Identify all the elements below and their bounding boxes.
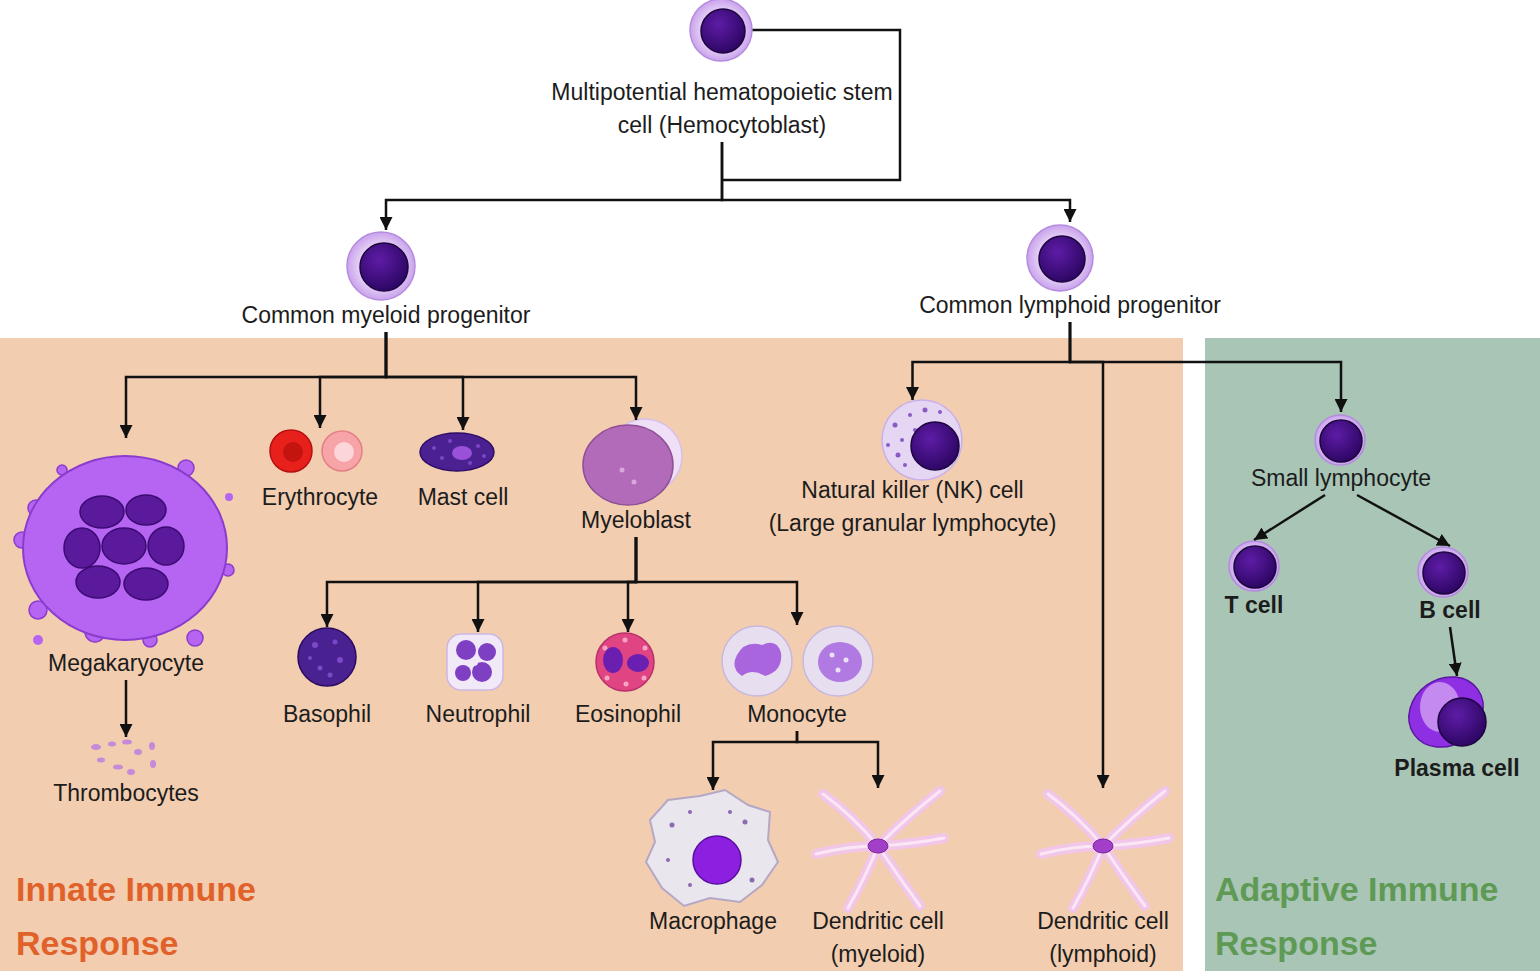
immune-band: Adaptive Immune Response Small lymphocyte… (1205, 338, 1540, 971)
cell-node: Neutrophil (415, 632, 541, 731)
cell-label: Plasma cell (1380, 752, 1534, 785)
cell-label: Dendritic cell (myeloid) (793, 905, 963, 971)
cell-node: Dendritic cell (lymphoid) (1018, 788, 1188, 971)
cell-node: Dendritic cell (myeloid) (793, 788, 963, 971)
lineage-arrow (386, 142, 722, 230)
stem-cell-icon (690, 0, 752, 61)
cell-label: (Large granular lymphocyte) (740, 507, 1085, 540)
cell-label: Common myeloid progenitor (211, 299, 561, 332)
cell-node: Common myeloid progenitor (211, 230, 561, 332)
cell-label: B cell (1405, 594, 1495, 627)
cell-label: Macrophage (636, 905, 790, 938)
cell-node: Plasma cell (1380, 676, 1534, 785)
neutrophil-icon (447, 634, 503, 690)
cell-label: Common lymphoid progenitor (885, 289, 1255, 322)
mast-cell-icon (420, 433, 494, 471)
eosinophil-icon (596, 633, 654, 691)
cell-label: Thrombocytes (30, 777, 222, 810)
cell-label: Mast cell (404, 481, 522, 514)
lymphoid-progenitor-icon (1027, 225, 1093, 291)
cell-node: Common lymphoid progenitor (885, 222, 1255, 322)
cell-label: Megakaryocyte (11, 647, 241, 680)
cell-label: Dendritic cell (lymphoid) (1018, 905, 1188, 971)
cell-node: Small lymphocyte (1224, 412, 1458, 495)
cell-label: T cell (1209, 589, 1299, 622)
cell-label: Basophil (270, 698, 384, 731)
cell-node: T cell (1209, 540, 1299, 622)
cell-label: Neutrophil (415, 698, 541, 731)
cell-node: Myeloblast (571, 420, 701, 537)
cell-node: Multipotential hematopoietic stem cell (… (540, 0, 904, 142)
cell-label: Multipotential hematopoietic stem cell (… (540, 76, 904, 142)
immune-band: Innate Immune Response MegakaryocyteThrom… (0, 338, 1183, 971)
cell-node: Eosinophil (563, 632, 693, 731)
cell-label: Monocyte (719, 698, 875, 731)
myeloid-progenitor-icon (347, 232, 415, 300)
cell-node: Thrombocytes (30, 737, 222, 810)
cell-label: Natural killer (NK) cell (740, 474, 1085, 507)
cell-node: Basophil (270, 627, 384, 731)
cell-label: Erythrocyte (245, 481, 395, 514)
cell-label: Eosinophil (563, 698, 693, 731)
cell-node: Erythrocyte (245, 428, 395, 514)
nk-cell-icon (882, 400, 962, 480)
cell-label: Myeloblast (571, 504, 701, 537)
cell-label: Small lymphocyte (1224, 462, 1458, 495)
basophil-icon (298, 628, 356, 686)
macrophage-icon (646, 790, 778, 906)
lineage-arrow (722, 142, 1070, 222)
cell-node: Macrophage (636, 790, 790, 938)
band-heading: Adaptive Immune Response (1215, 862, 1537, 970)
cell-node: B cell (1405, 546, 1495, 627)
cell-node: Mast cell (404, 430, 522, 514)
cell-node: Natural killer (NK) cell(Large granular … (740, 400, 1085, 540)
cell-node: Monocyte (719, 625, 875, 731)
band-heading: Innate Immune Response (16, 862, 316, 970)
cell-node: Megakaryocyte (11, 438, 241, 680)
